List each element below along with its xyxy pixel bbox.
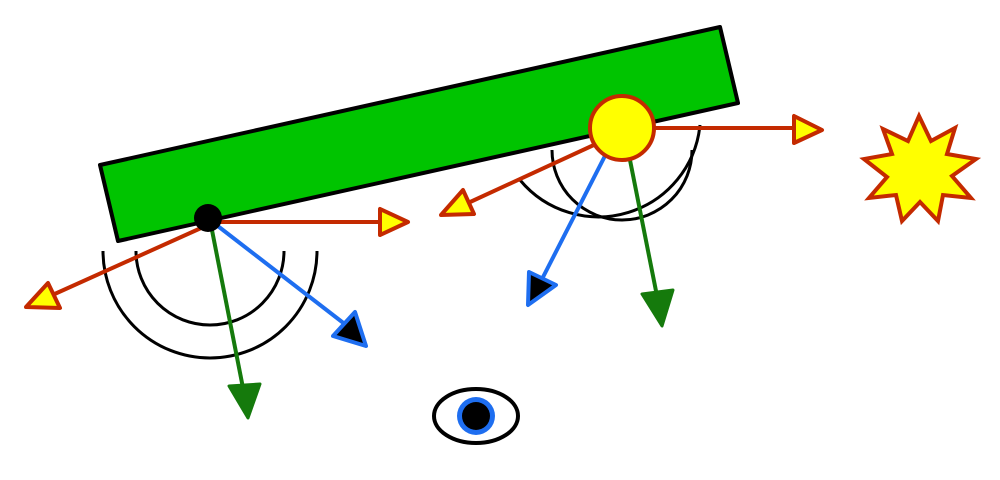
starburst-icon: [859, 111, 982, 226]
shading-point-left: [194, 204, 222, 232]
view-vector-left: [208, 218, 348, 327]
angle-arc-outer-right: [518, 124, 702, 219]
eye-pupil: [462, 402, 490, 430]
angle-arc-inner-right: [550, 149, 694, 222]
view-vector-right: [538, 149, 610, 284]
view-arrowhead-right: [526, 270, 558, 307]
light-direction-arrowhead-left: [24, 281, 62, 310]
normal-arrowhead-left: [227, 382, 262, 420]
normal-vector-right: [626, 149, 659, 297]
angle-arc-inner: [134, 250, 286, 327]
reflection-arrowhead-right: [792, 114, 824, 145]
shading-point-right: [588, 94, 656, 162]
right-point-group: [439, 94, 824, 328]
angle-arc-outer: [101, 250, 319, 360]
light-direction-arrowhead-right: [439, 188, 476, 217]
surface-plane: [98, 25, 740, 243]
left-point-group: [24, 204, 410, 420]
eye-icon: [432, 387, 520, 445]
normal-vector-left: [208, 219, 245, 389]
light-direction-vector-left: [47, 222, 211, 299]
tangent-arrowhead-right: [378, 207, 410, 237]
view-arrowhead-left: [331, 310, 368, 348]
normal-arrowhead-right: [640, 288, 675, 328]
